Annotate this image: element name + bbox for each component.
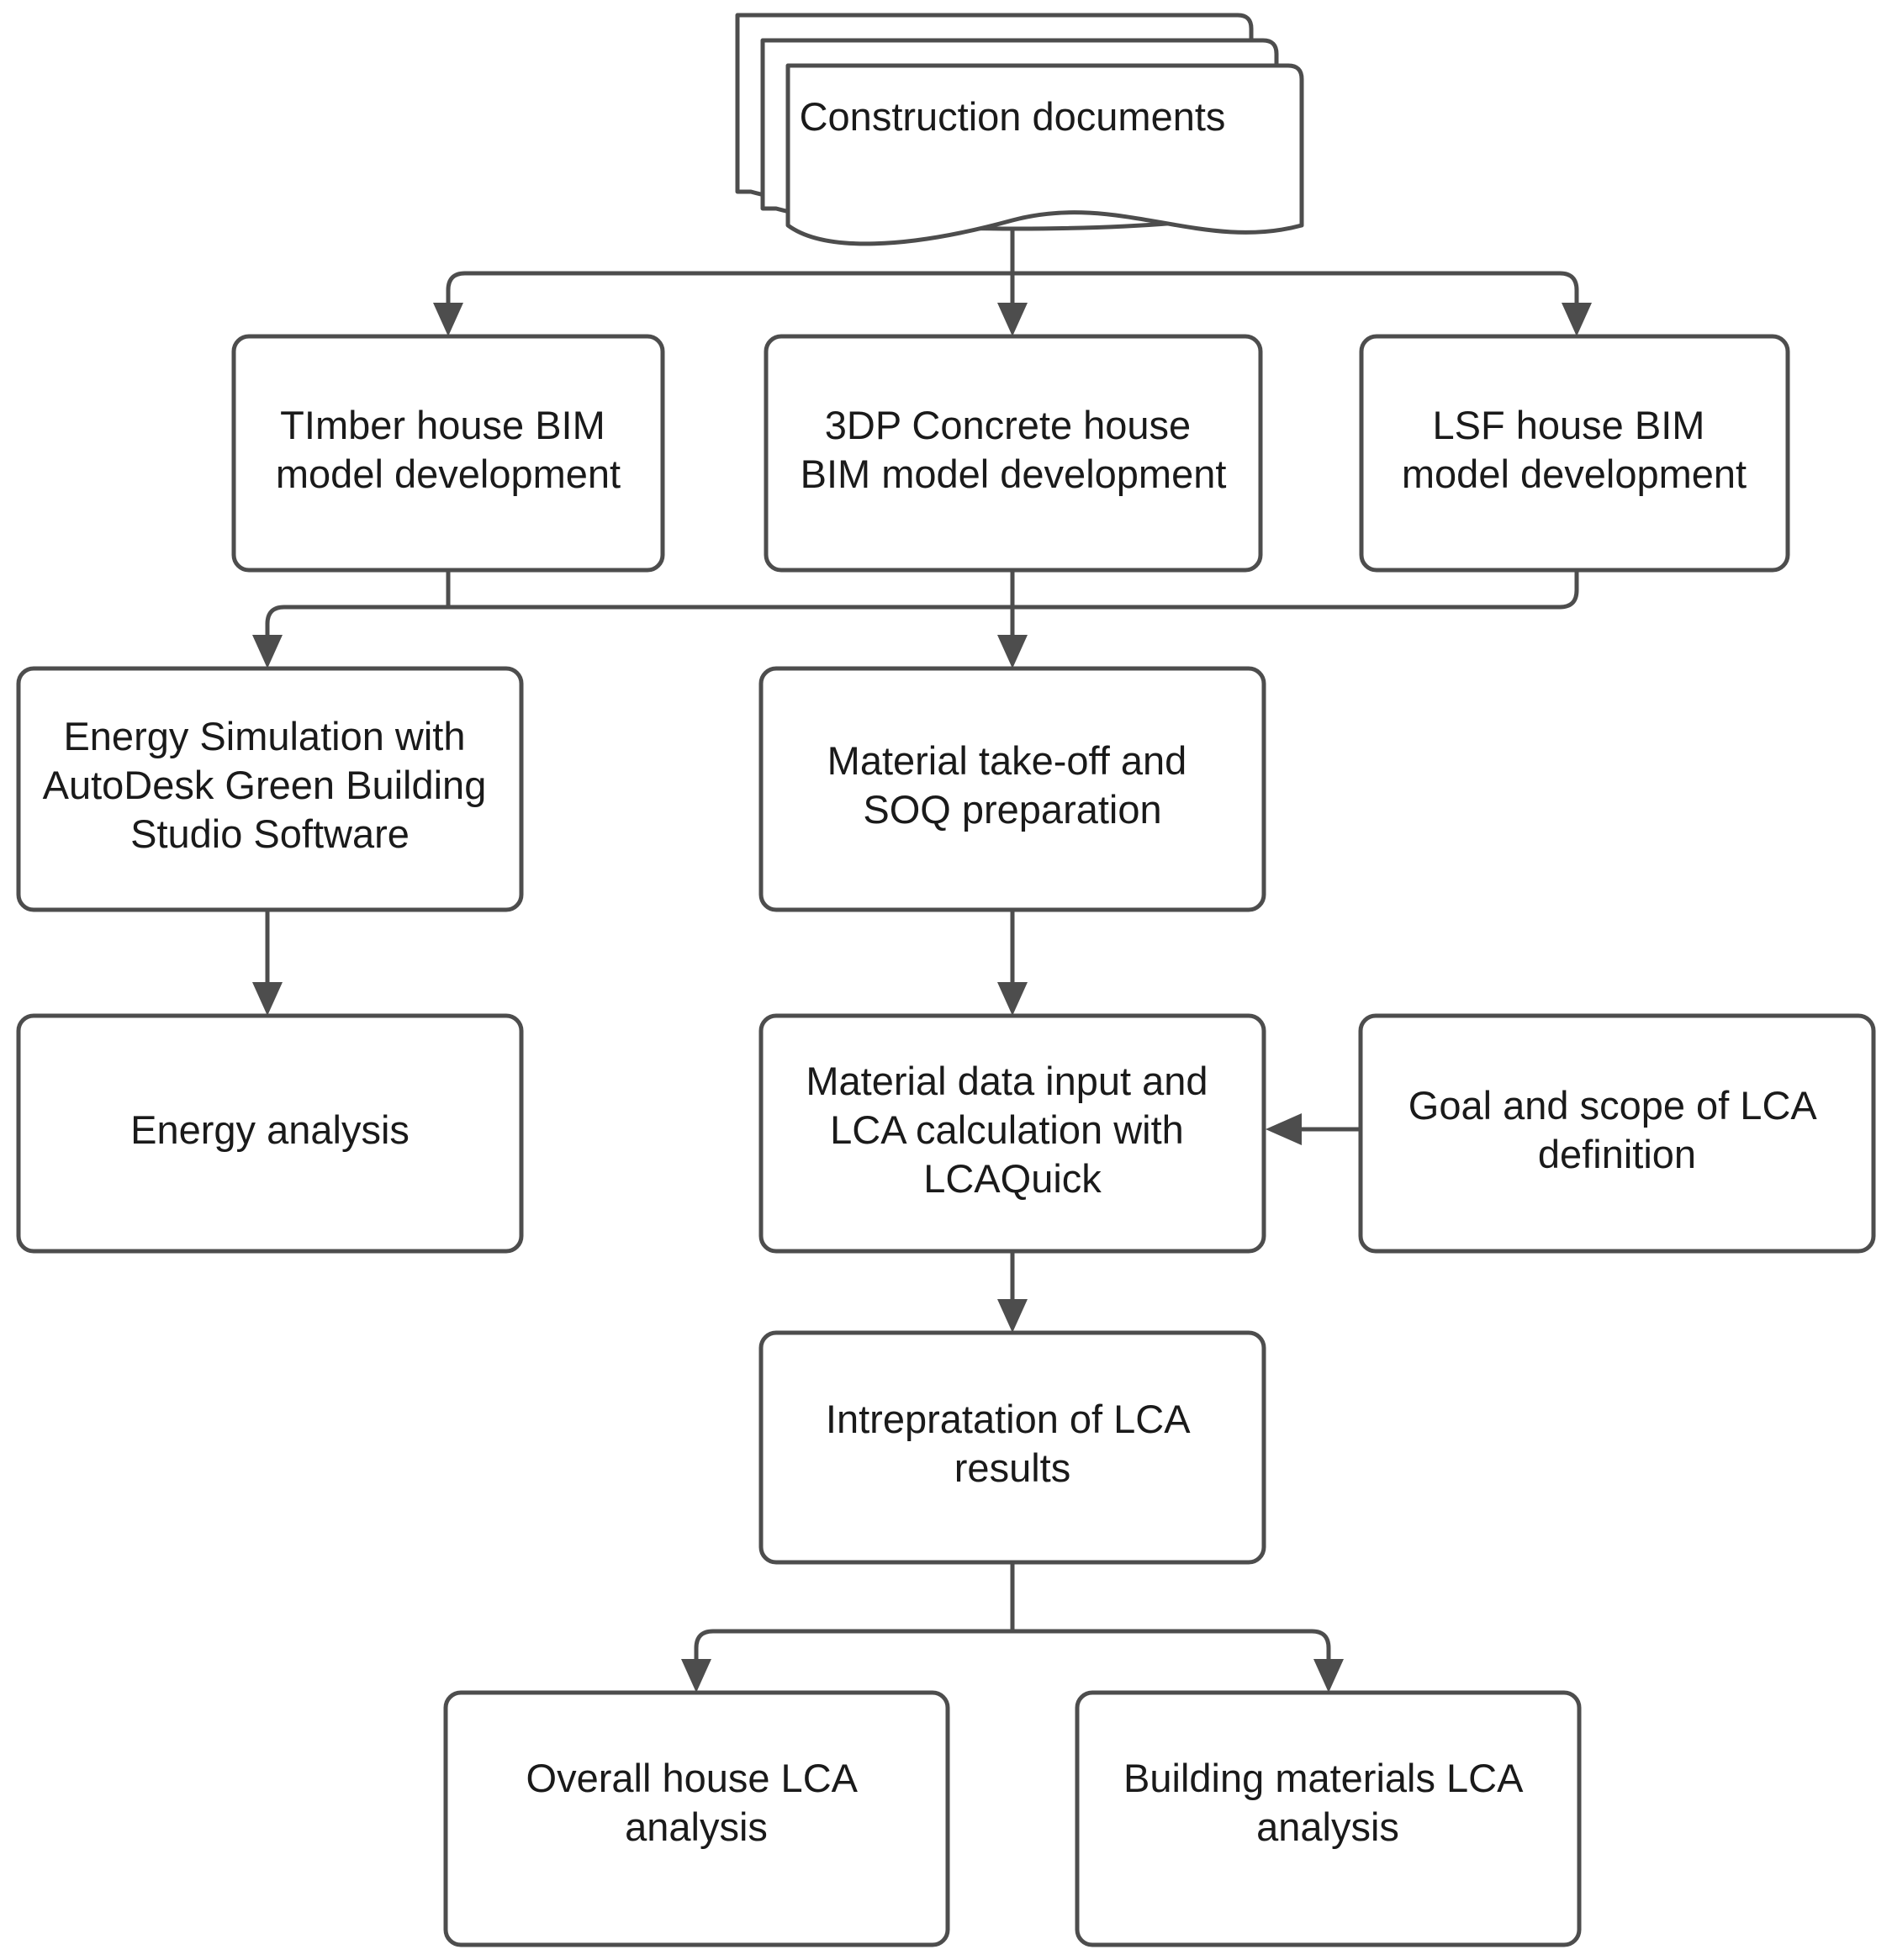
edge-lsf-down [1012,570,1579,610]
edge-bim-bus [265,605,1012,643]
node-label-timber-bim: TImber house BIM model development [276,403,621,496]
node-energy-simulation[interactable]: Energy Simulation with AutoDesk Green Bu… [16,666,524,912]
node-box-concrete-bim [764,334,1263,573]
node-lca-interpretation[interactable]: Intrepratation of LCA results [758,1330,1266,1565]
arrowhead-docs-to-concrete [997,303,1028,336]
node-energy-analysis[interactable]: Energy analysis [16,1013,524,1254]
node-box-lca-calculation [758,1013,1266,1254]
arrowhead-interpretation-to-overall [681,1659,711,1693]
arrowhead-docs-to-timber [433,303,463,336]
arrowhead-goalscope-to-lca [1266,1113,1302,1145]
node-label-energy-simulation: Energy Simulation with AutoDesk Green Bu… [43,714,498,856]
node-box-goal-scope [1358,1013,1876,1254]
node-construction-documents[interactable]: Construction documents [735,13,1304,246]
node-box-energy-analysis [16,1013,524,1254]
arrowhead-docs-to-lsf [1562,303,1592,336]
arrowhead-bus-to-energy-sim [252,635,283,668]
arrowhead-bus-to-takeoff [997,635,1028,668]
node-label-building-materials-lca: Building materials LCA analysis [1123,1756,1532,1849]
arrowhead-energysim-to-energyanalysis [252,982,283,1016]
node-label-construction-documents: Construction documents [800,94,1226,139]
arrowhead-takeoff-to-lca [997,982,1028,1016]
node-building-materials-lca[interactable]: Building materials LCA analysis [1075,1690,1582,1947]
node-label-overall-house-lca: Overall house LCA analysis [526,1756,867,1849]
node-label-energy-analysis: Energy analysis [130,1107,410,1152]
node-goal-scope[interactable]: Goal and scope of LCA definition [1358,1013,1876,1254]
node-box-lsf-bim [1359,334,1790,573]
node-overall-house-lca[interactable]: Overall house LCA analysis [443,1690,950,1947]
node-box-lca-interpretation [758,1330,1266,1565]
node-lca-calculation[interactable]: Material data input and LCA calculation … [758,1013,1266,1254]
edge-interpretation-to-materials [1012,1629,1331,1665]
node-timber-bim[interactable]: TImber house BIM model development [231,334,665,573]
node-material-takeoff[interactable]: Material take-off and SOQ preparation [758,666,1266,912]
node-label-material-takeoff: Material take-off and SOQ preparation [827,738,1198,832]
node-concrete-bim[interactable]: 3DP Concrete house BIM model development [764,334,1263,573]
document-stack-front-sheet [785,63,1304,246]
node-label-lca-calculation: Material data input and LCA calculation … [806,1059,1218,1201]
node-box-overall-house-lca [443,1690,950,1947]
node-label-goal-scope: Goal and scope of LCA definition [1408,1083,1826,1176]
edge-interpretation-to-overall [694,1629,1012,1665]
edge-docs-to-lsf [1012,271,1579,311]
connector-layer [252,220,1592,1693]
node-box-building-materials-lca [1075,1690,1582,1947]
node-box-timber-bim [231,334,665,573]
edge-docs-to-timber [446,271,1012,311]
node-label-concrete-bim: 3DP Concrete house BIM model development [801,403,1227,496]
node-box-material-takeoff [758,666,1266,912]
arrowhead-interpretation-to-materials [1313,1659,1344,1693]
node-label-lca-interpretation: Intrepratation of LCA results [826,1397,1199,1490]
node-box-energy-simulation [16,666,524,912]
arrowhead-lca-to-interpretation [997,1299,1028,1333]
node-lsf-bim[interactable]: LSF house BIM model development [1359,334,1790,573]
node-label-lsf-bim: LSF house BIM model development [1402,403,1747,496]
